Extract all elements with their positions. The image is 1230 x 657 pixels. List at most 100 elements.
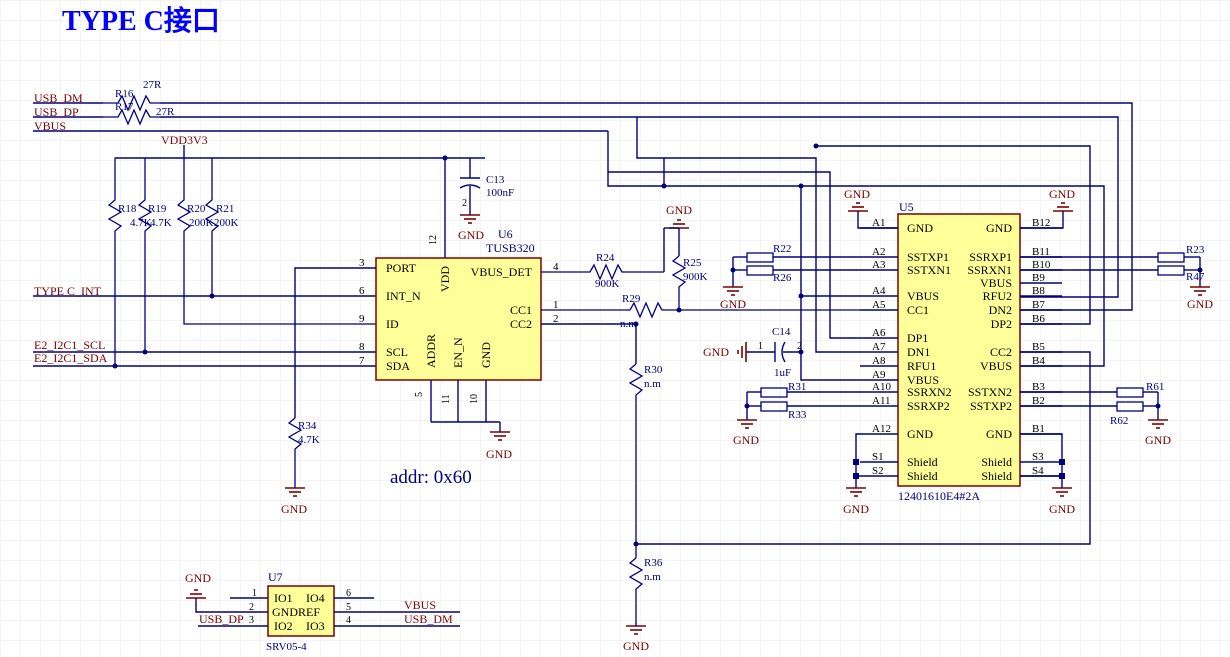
svg-text:10: 10 — [469, 394, 480, 404]
u5-pin-a1: A1 GND — [860, 217, 933, 235]
svg-text:5: 5 — [414, 392, 425, 397]
svg-text:B10: B10 — [1032, 259, 1051, 271]
svg-text:CC1: CC1 — [907, 303, 929, 317]
svg-text:Shield: Shield — [907, 455, 938, 469]
svg-text:RFU2: RFU2 — [983, 289, 1012, 303]
svg-text:B12: B12 — [1032, 217, 1050, 229]
svg-text:GND: GND — [720, 297, 746, 311]
svg-text:A6: A6 — [872, 327, 886, 339]
svg-text:IO4: IO4 — [306, 591, 325, 605]
svg-text:R24: R24 — [596, 252, 615, 264]
svg-text:DN1: DN1 — [907, 345, 930, 359]
u6-top-pin-name: VDD — [438, 266, 452, 292]
svg-text:Shield: Shield — [981, 469, 1012, 483]
svg-text:R17: R17 — [115, 101, 134, 113]
svg-text:SSRXP1: SSRXP1 — [969, 250, 1012, 264]
svg-text:A4: A4 — [872, 285, 886, 297]
resistor-r21: R21 200K — [204, 158, 239, 296]
svg-text:GND: GND — [185, 571, 211, 585]
svg-text:CC1: CC1 — [510, 303, 532, 317]
svg-text:A3: A3 — [872, 259, 886, 271]
u7-part: SRV05-4 — [266, 641, 307, 653]
capacitor-c14: C14 1uF 1 2 — [746, 326, 804, 379]
svg-text:GND: GND — [844, 187, 870, 201]
svg-text:GND: GND — [907, 221, 933, 235]
svg-text:B8: B8 — [1032, 285, 1045, 297]
svg-text:IO3: IO3 — [306, 619, 325, 633]
u6-pin-6: 6 INT_N — [359, 285, 421, 303]
svg-text:3: 3 — [249, 615, 254, 626]
gnd-symbol-r36: GND — [623, 622, 649, 653]
svg-text:900K: 900K — [683, 271, 708, 283]
svg-text:4.7K: 4.7K — [150, 217, 172, 229]
svg-text:2: 2 — [797, 341, 802, 352]
svg-text:1: 1 — [553, 299, 559, 311]
svg-text:R30: R30 — [644, 364, 663, 376]
svg-text:GND: GND — [733, 433, 759, 447]
svg-text:INT_N: INT_N — [386, 289, 421, 303]
svg-text:SDA: SDA — [386, 359, 410, 373]
svg-text:B11: B11 — [1032, 246, 1050, 258]
resistor-r18: R18 4.7K — [107, 158, 152, 366]
svg-text:4.7K: 4.7K — [298, 434, 320, 446]
svg-text:VDD: VDD — [438, 266, 452, 292]
svg-text:R31: R31 — [788, 381, 806, 393]
svg-text:1: 1 — [252, 588, 257, 599]
svg-text:8: 8 — [359, 341, 365, 353]
svg-text:A2: A2 — [872, 246, 885, 258]
svg-text:GND: GND — [479, 342, 493, 368]
svg-text:GND: GND — [843, 502, 869, 516]
u5-pin-a6: A6 DP1 — [860, 327, 928, 345]
gnd-symbol-u6: GND — [486, 431, 512, 461]
svg-text:GND: GND — [281, 502, 307, 516]
svg-text:SSTXP1: SSTXP1 — [907, 250, 949, 264]
svg-text:6: 6 — [359, 285, 365, 297]
chip-u6: U6 TUSB320 — [375, 227, 542, 381]
svg-text:GND: GND — [458, 228, 484, 242]
svg-text:S2: S2 — [872, 465, 884, 477]
net-vbus-label: VBUS — [34, 119, 66, 133]
svg-text:SSTXN2: SSTXN2 — [968, 385, 1012, 399]
svg-text:VBUS_DET: VBUS_DET — [471, 265, 533, 279]
resistor-r26: R26 — [733, 265, 860, 284]
gnd-symbol-shield-right: GND — [1049, 476, 1075, 516]
svg-text:SSTXN1: SSTXN1 — [907, 263, 951, 277]
svg-text:R47: R47 — [1186, 271, 1205, 283]
svg-text:A1: A1 — [872, 217, 885, 229]
net-usb-dm-label: USB_DM — [34, 91, 83, 105]
svg-text:B3: B3 — [1032, 381, 1045, 393]
u6-pin-1: 1 CC1 — [510, 299, 559, 317]
u6-part: TUSB320 — [486, 241, 535, 255]
svg-text:B4: B4 — [1032, 355, 1045, 367]
svg-text:900K: 900K — [595, 278, 620, 290]
svg-text:B7: B7 — [1032, 299, 1045, 311]
svg-text:7: 7 — [359, 355, 365, 367]
svg-text:9: 9 — [359, 313, 365, 325]
svg-text:4: 4 — [346, 615, 351, 626]
svg-text:1uF: 1uF — [774, 367, 791, 379]
net-e2-sda-label: E2_I2C1_SDA — [34, 351, 108, 365]
svg-text:Shield: Shield — [981, 455, 1012, 469]
net-labels-left: USB_DM USB_DP VBUS TYPE C_INT E2_I2C1_SC… — [33, 91, 608, 365]
svg-text:GND: GND — [1187, 297, 1213, 311]
svg-text:VBUS: VBUS — [980, 359, 1012, 373]
svg-text:DP1: DP1 — [907, 331, 928, 345]
svg-text:GND: GND — [986, 221, 1012, 235]
svg-text:R33: R33 — [788, 409, 807, 421]
svg-text:RFU1: RFU1 — [907, 359, 936, 373]
u7-usb-dm-label: USB_DM — [404, 612, 453, 626]
svg-text:A10: A10 — [872, 381, 891, 393]
u7-vbus-label: VBUS — [404, 598, 436, 612]
